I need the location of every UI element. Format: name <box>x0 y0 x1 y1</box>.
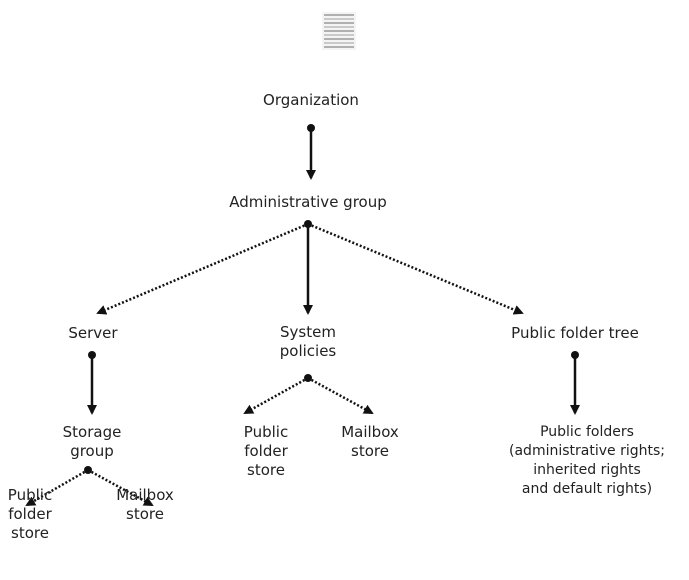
node-organization: Organization <box>263 91 359 109</box>
node-administrative-group: Administrative group <box>229 193 387 211</box>
node-storage-group-public-folder-store: Public folder store <box>7 486 53 542</box>
edge-server-to-storage-group <box>87 351 97 415</box>
document-icon <box>322 12 356 50</box>
edge-public-folder-tree-to-public-folders <box>570 351 580 415</box>
node-system-policies-mailbox-store: Mailbox store <box>341 423 399 460</box>
edge-admin-group-to-server <box>96 220 312 315</box>
edge-admin-group-to-public-folder-tree <box>307 222 524 315</box>
node-public-folder-tree: Public folder tree <box>511 324 639 342</box>
node-system-policies-public-folder-store: Public folder store <box>243 423 289 479</box>
edge-system-policies-to-public-folder-store <box>243 374 312 415</box>
edge-system-policies-to-mailbox-store <box>307 376 374 415</box>
node-public-folders: Public folders (administrative rights; i… <box>509 424 665 497</box>
node-server: Server <box>68 324 118 342</box>
node-system-policies: System policies <box>279 323 337 360</box>
edge-organization-to-admin-group <box>306 124 316 180</box>
node-storage-group-mailbox-store: Mailbox store <box>116 486 174 523</box>
edge-storage-group-to-mailbox-store <box>87 468 154 507</box>
node-storage-group: Storage group <box>62 423 122 460</box>
